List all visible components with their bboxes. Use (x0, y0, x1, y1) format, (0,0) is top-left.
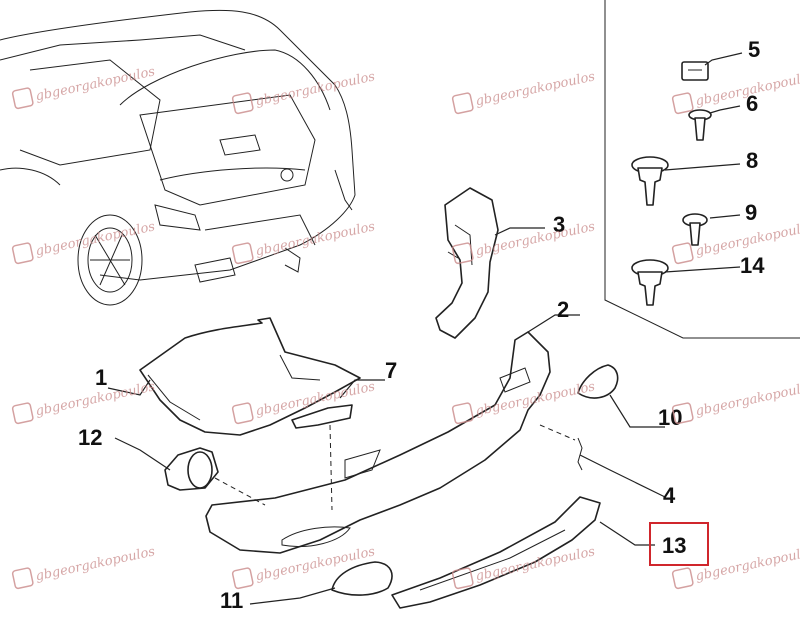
assembly-line-4 (539, 424, 576, 441)
part-5-clip (681, 61, 709, 81)
watermark-logo-icon (671, 242, 694, 265)
callout-11: 11 (220, 588, 243, 613)
watermark-logo-icon (451, 567, 474, 590)
watermark-logo-icon (231, 402, 254, 425)
callout-8: 8 (746, 148, 758, 173)
part-9-bolt (682, 213, 708, 246)
watermark-logo-icon (451, 402, 474, 425)
callout-7: 7 (385, 358, 397, 383)
watermark-layer: gbgeorgakopoulos gbgeorgakopoulos gbgeorga… (11, 64, 800, 590)
part-10-reflector (577, 364, 619, 399)
watermark-text: gbgeorgakopoulos (474, 69, 596, 109)
watermark: gbgeorgakopoulos (11, 64, 157, 110)
assembly-line-12 (214, 477, 266, 506)
watermark-text: gbgeorgakopoulos (34, 544, 156, 584)
callout-2: 2 (557, 297, 569, 322)
part-1-upper-cover (139, 317, 361, 436)
callout-6: 6 (746, 91, 758, 116)
callout-5: 5 (748, 37, 760, 62)
watermark-text: gbgeorgakopoulos (694, 544, 800, 584)
part-3-bracket (435, 187, 499, 339)
watermark-logo-icon (671, 92, 694, 115)
watermark-logo-icon (231, 567, 254, 590)
callout-13: 13 (662, 533, 686, 558)
callout-13-highlight-box (649, 522, 709, 566)
part-11-cover (331, 561, 393, 596)
watermark-text: gbgeorgakopoulos (254, 219, 376, 259)
watermark-logo-icon (11, 567, 34, 590)
watermark-logo-icon (451, 92, 474, 115)
callout-14: 14 (740, 253, 765, 278)
watermark: gbgeorgakopoulos (11, 379, 157, 425)
callout-10: 10 (658, 405, 682, 430)
watermark-text: gbgeorgakopoulos (694, 379, 800, 419)
part-6-screw (688, 109, 712, 141)
watermark-logo-icon (11, 402, 34, 425)
part-2-main-bumper (205, 331, 551, 554)
part-12-exhaust-bracket (164, 447, 219, 491)
watermark-logo-icon (11, 87, 34, 110)
car-rear-view (0, 9, 356, 306)
part-13-diffuser (391, 496, 601, 609)
watermark-text: gbgeorgakopoulos (254, 69, 376, 109)
callout-3: 3 (553, 212, 565, 237)
callout-12: 12 (78, 425, 102, 450)
watermark: gbgeorgakopoulos (671, 379, 800, 425)
watermark: gbgeorgakopoulos (11, 544, 157, 590)
watermark: gbgeorgakopoulos (451, 69, 597, 115)
watermark-logo-icon (451, 242, 474, 265)
callout-9: 9 (745, 200, 757, 225)
watermark-text: gbgeorgakopoulos (34, 64, 156, 104)
callout-4: 4 (663, 483, 676, 508)
part-8-stud (631, 156, 669, 206)
part-4-clip (577, 437, 583, 471)
leader-lines (107, 52, 743, 605)
watermark-logo-icon (231, 242, 254, 265)
watermark-logo-icon (11, 242, 34, 265)
watermark: gbgeorgakopoulos (11, 219, 157, 265)
watermark: gbgeorgakopoulos (231, 69, 377, 115)
watermark-logo-icon (671, 567, 694, 590)
fastener-group-border (604, 0, 800, 339)
watermark-logo-icon (671, 402, 694, 425)
watermark-logo-icon (231, 92, 254, 115)
part-7-trim (291, 404, 353, 429)
part-14-stud (631, 259, 669, 306)
callout-1: 1 (95, 365, 107, 390)
